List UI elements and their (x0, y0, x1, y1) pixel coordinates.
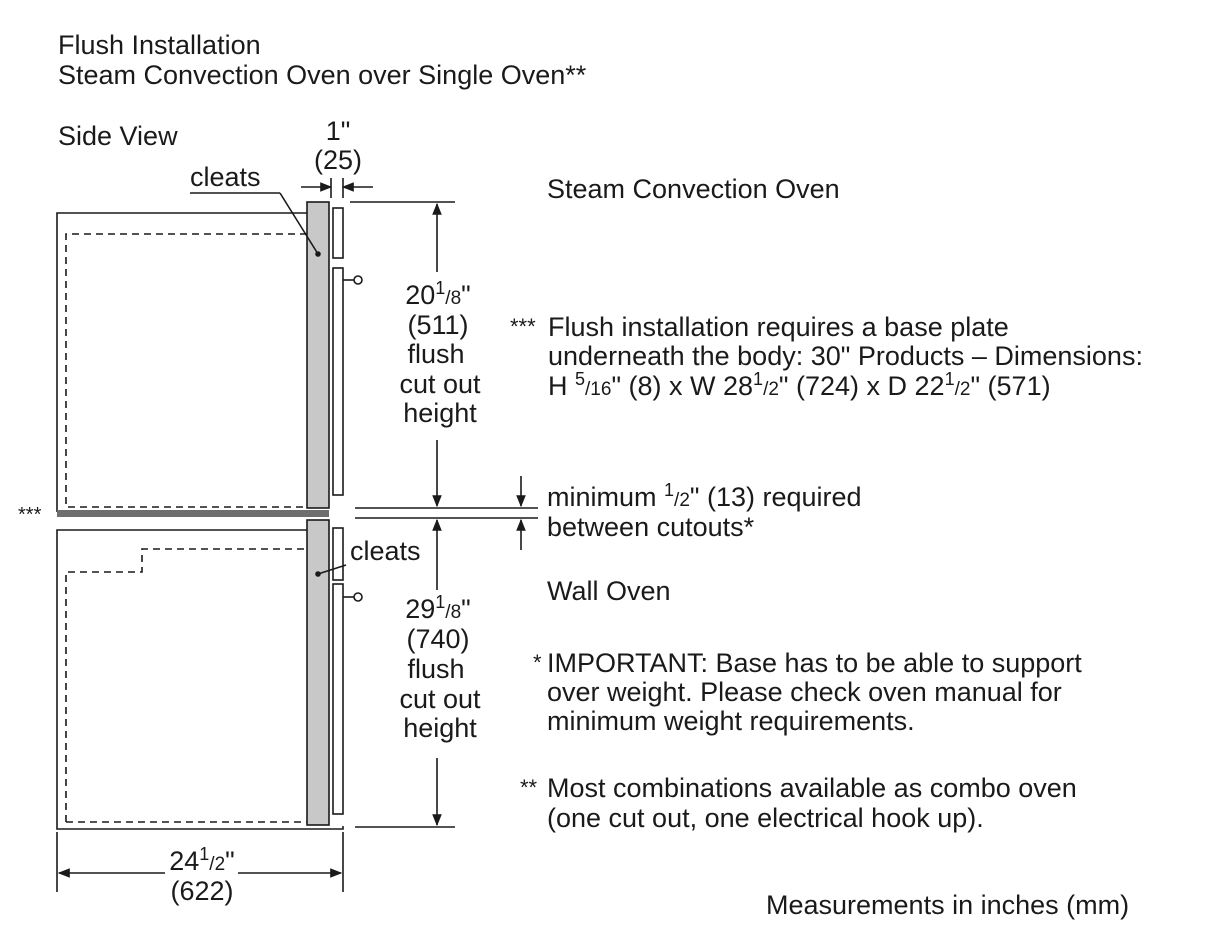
upper-door (332, 267, 344, 496)
upper-height-cutout: cut out (399, 369, 481, 399)
upper-cabinet-outline (56, 212, 307, 512)
note-single-line1: IMPORTANT: Base has to be able to suppor… (547, 648, 1082, 678)
cleats-bottom-leader (317, 564, 347, 575)
lower-cabinet-outline (56, 529, 344, 830)
upper-height-label: 201/8" (405, 278, 471, 310)
cleats-top-label: cleats (190, 162, 261, 192)
lower-door-top (332, 527, 344, 581)
top-gap-inches: 1" (325, 116, 351, 146)
note-triple-marker: *** (510, 314, 536, 339)
cleats-top-leader-diag (279, 192, 319, 255)
base-plate (57, 510, 329, 517)
upper-appliance-label: Steam Convection Oven (547, 174, 840, 204)
note-double-line2: (one cut out, one electrical hook up). (547, 803, 984, 833)
view-label: Side View (58, 121, 178, 151)
upper-oven-body-outline (65, 233, 307, 508)
lower-height-cutout: cut out (399, 684, 481, 714)
lower-appliance-label: Wall Oven (547, 576, 671, 606)
upper-front-panel (306, 201, 330, 509)
page-title: Flush Installation (58, 30, 261, 60)
page-subtitle: Steam Convection Oven over Single Oven** (58, 60, 587, 90)
note-single-marker: * (533, 650, 542, 675)
note-double-line1: Most combinations available as combo ove… (547, 773, 1077, 803)
cleats-bottom-label: cleats (350, 536, 421, 566)
lower-height-height: height (403, 713, 477, 743)
gap-note-line1: minimum 1/2" (13) required (547, 480, 862, 512)
lower-height-flush: flush (407, 654, 465, 684)
upper-height-mm: (511) (407, 310, 469, 340)
lower-oven-body-outline (65, 548, 307, 823)
upper-handle-knob (353, 275, 363, 285)
note-triple-line1: Flush installation requires a base plate (548, 312, 1009, 342)
lower-door (332, 583, 344, 815)
upper-height-flush: flush (407, 339, 465, 369)
upper-door-top (332, 207, 344, 259)
gap-note-line2: between cutouts* (547, 512, 755, 542)
lower-handle-knob (353, 592, 363, 602)
cleats-bottom-dot (315, 571, 321, 577)
note-triple-line3: H 5/16" (8) x W 281/2" (724) x D 221/2" … (548, 369, 1051, 401)
lower-front-panel (306, 519, 330, 826)
base-plate-marker: *** (18, 504, 42, 526)
lower-height-mm: (740) (406, 624, 470, 654)
cleats-top-dot (315, 251, 321, 257)
top-gap-mm: (25) (313, 145, 362, 175)
depth-label: 241/2" (169, 844, 235, 876)
note-triple-line2: underneath the body: 30" Products – Dime… (548, 341, 1143, 371)
lower-height-label: 291/8" (405, 592, 471, 624)
upper-height-height: height (403, 398, 477, 428)
depth-mm: (622) (170, 876, 234, 906)
units-note: Measurements in inches (mm) (766, 890, 1130, 920)
note-single-line2: over weight. Please check oven manual fo… (547, 677, 1062, 707)
note-single-line3: minimum weight requirements. (547, 706, 915, 736)
note-double-marker: ** (520, 775, 538, 800)
